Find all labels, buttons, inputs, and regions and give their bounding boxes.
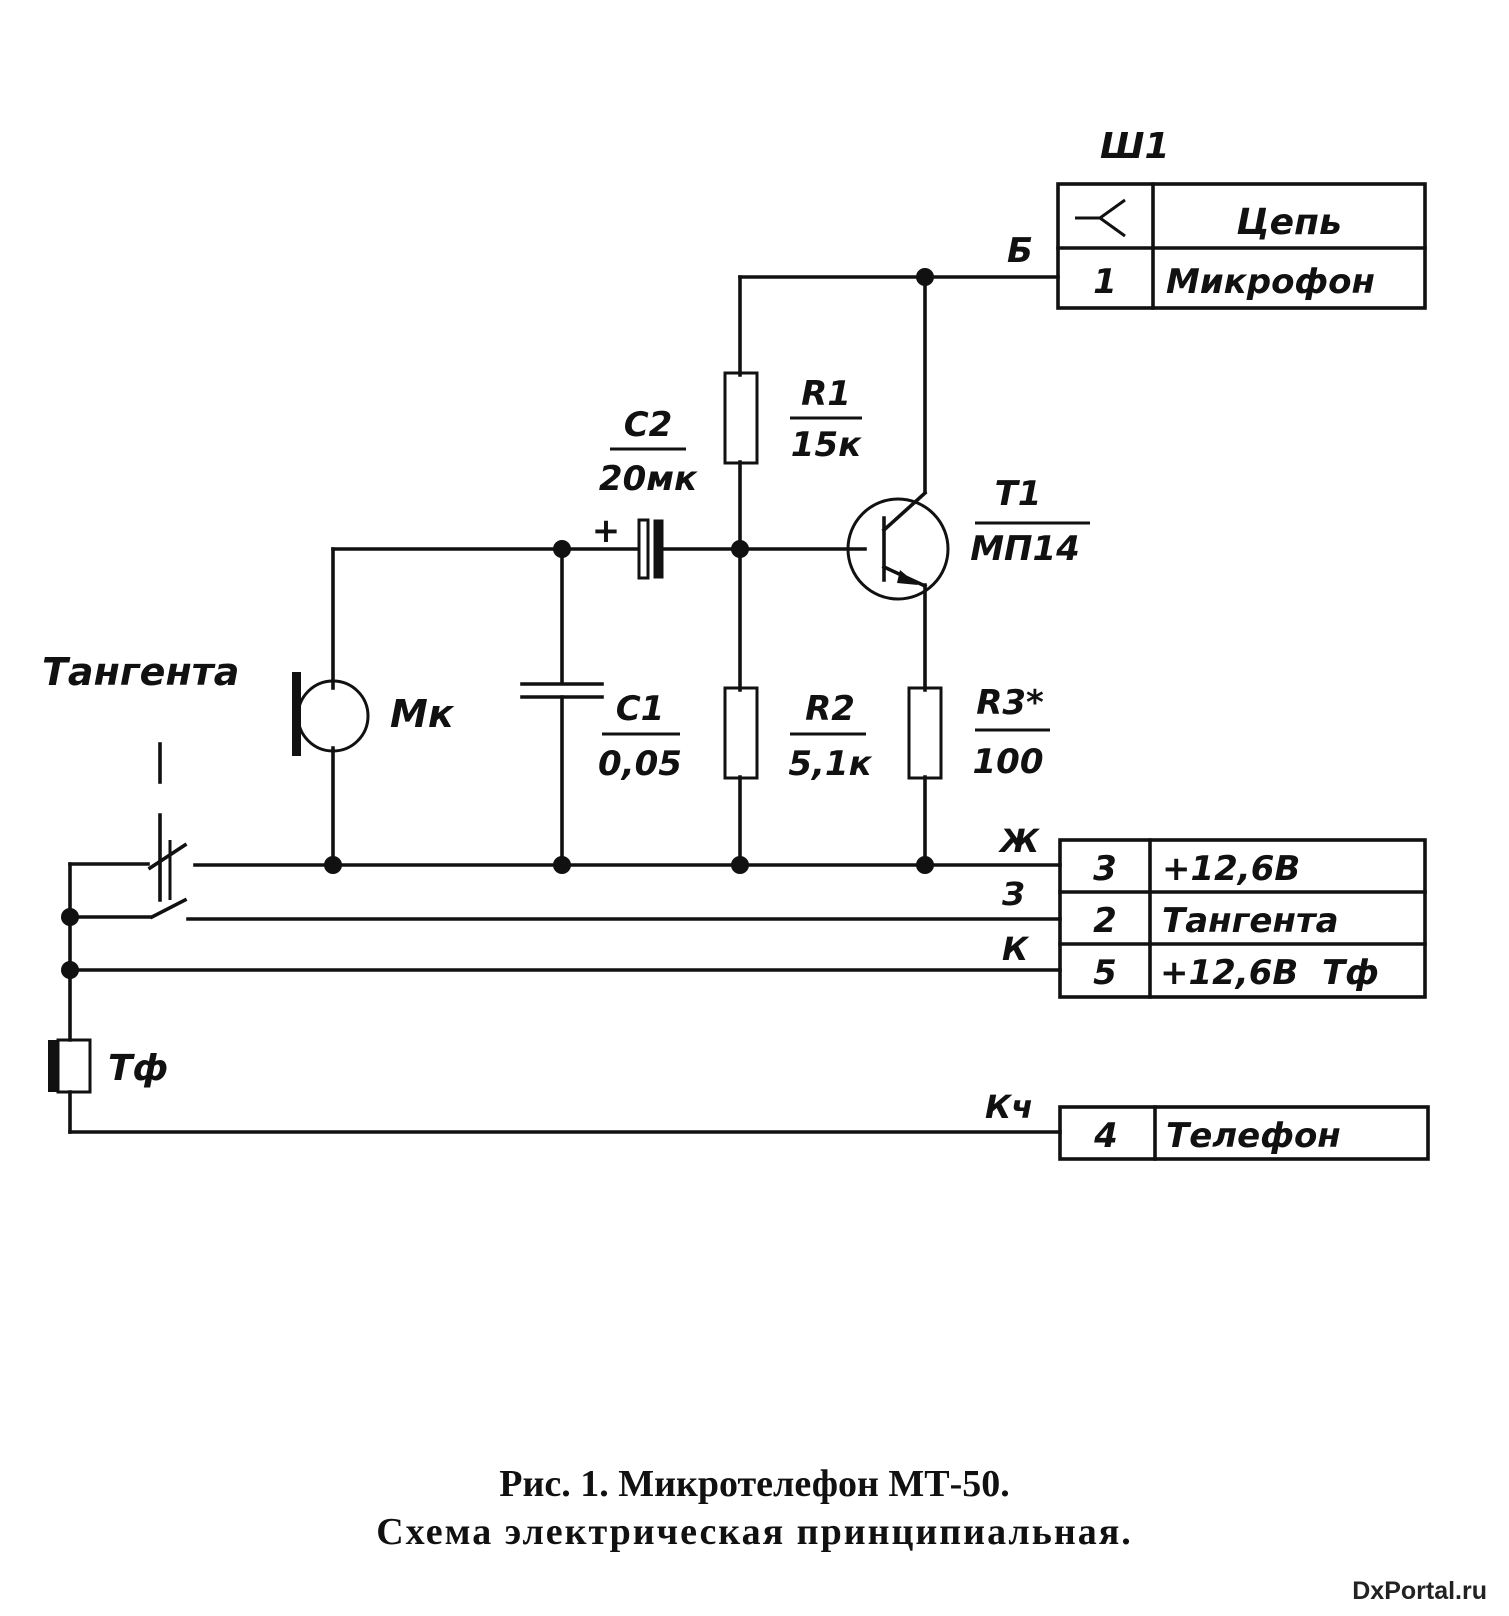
r3-ref: R3*: [976, 683, 1044, 723]
row-pin-2: 2: [1093, 901, 1117, 941]
figure-caption-subtitle: Схема электрическая принципиальная.: [376, 1511, 1133, 1553]
row-pin-5: 5: [1093, 953, 1117, 993]
resistor-r2: [723, 686, 759, 780]
header-circuit: Цепь: [1236, 202, 1341, 243]
contact-fork-icon: [1075, 198, 1126, 238]
row-circuit-5: +12,6В Тф: [1160, 953, 1379, 993]
row-circuit-4: Телефон: [1166, 1116, 1341, 1156]
ptt-label: Тангента: [42, 650, 239, 694]
earpiece-icon: [48, 1038, 92, 1094]
connector-label: Ш1: [1100, 126, 1170, 167]
r2-ref: R2: [805, 689, 855, 729]
connector-table-middle: 3 +12,6В 2 Тангента 5 +12,6В Тф: [1058, 838, 1427, 999]
c2-ref: С2: [624, 405, 673, 445]
r1-ref: R1: [801, 374, 851, 414]
connector-table-top: Цепь 1 Микрофон: [1056, 182, 1427, 310]
t1-value: МП14: [970, 529, 1080, 569]
capacitor-c1: [520, 682, 604, 699]
junctions: [61, 268, 934, 979]
wire-label-z: З: [1001, 875, 1025, 913]
c2-polarity: +: [592, 511, 621, 551]
row-circuit-2: Тангента: [1162, 901, 1339, 941]
resistor-r1: [723, 371, 759, 465]
figure-caption-title: Рис. 1. Микротелефон МТ-50.: [499, 1463, 1010, 1505]
wire-label-k: К: [1002, 930, 1030, 968]
c2-value: 20мк: [599, 459, 698, 499]
wiring: [68, 275, 1062, 1134]
wire-label-b: Б: [1007, 231, 1033, 271]
earpiece-label: Тф: [108, 1048, 168, 1089]
r2-value: 5,1к: [788, 744, 872, 784]
ptt-switch: [147, 742, 188, 920]
r1-value: 15к: [791, 425, 862, 465]
resistor-r3: [907, 686, 943, 780]
row-pin-3: 3: [1093, 849, 1117, 889]
c1-ref: С1: [616, 689, 665, 729]
t1-ref: Т1: [995, 474, 1042, 514]
mic-label: Мк: [390, 692, 455, 736]
wire-label-zh: Ж: [998, 822, 1040, 860]
component-labels: R1 15к С2 20мк + Т1 МП14 С1 0,05 R2 5,1к…: [42, 126, 1170, 1126]
row-circuit-3: +12,6В: [1162, 849, 1300, 889]
transistor-t1: [846, 490, 950, 601]
microphone-icon: [292, 672, 370, 756]
r3-value: 100: [973, 742, 1044, 782]
connector-table-bottom: 4 Телефон: [1058, 1105, 1430, 1161]
watermark: DxPortal.ru: [1352, 1577, 1487, 1605]
c1-value: 0,05: [598, 744, 682, 784]
row-pin-4: 4: [1093, 1116, 1118, 1156]
row-pin-1: 1: [1093, 262, 1117, 302]
wire-label-kch: Кч: [985, 1088, 1033, 1126]
capacitor-c2: [637, 518, 664, 580]
row-circuit-1: Микрофон: [1166, 262, 1375, 302]
